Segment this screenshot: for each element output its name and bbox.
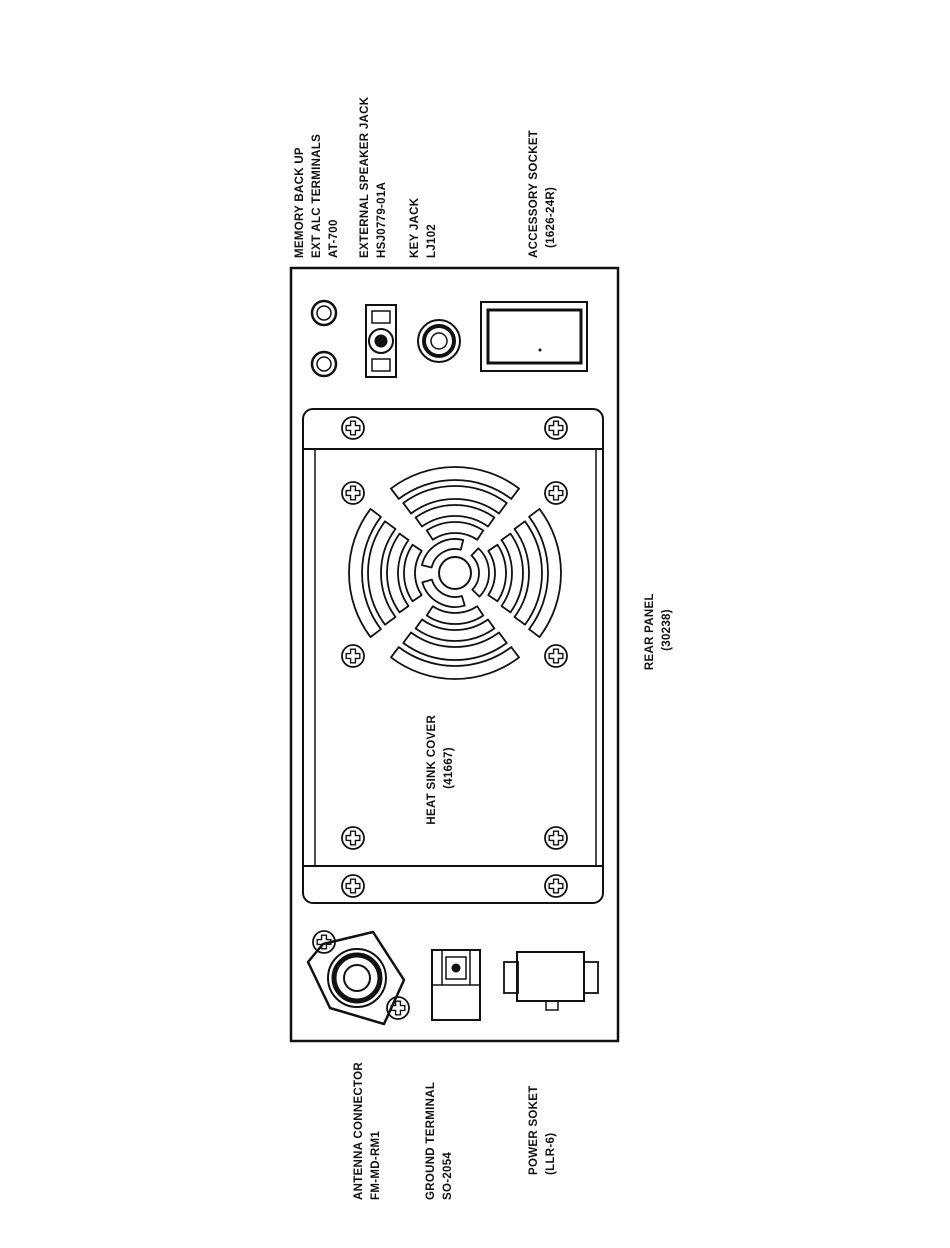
label-heat-sink-cover: HEAT SINK COVER (41667) [426, 711, 455, 824]
label-power-socket: POWER SOKET (LLR-6) [528, 1082, 557, 1175]
fan-grill-slot [471, 548, 489, 596]
fan-grill-slot [427, 606, 484, 624]
phillips-screw-icon [545, 417, 567, 439]
fan-grill-slot [515, 521, 542, 624]
fan-grill-slot [387, 534, 409, 613]
power-socket [504, 952, 598, 1010]
phillips-screw-icon [545, 482, 567, 504]
phillips-screw-icon [342, 482, 364, 504]
fan-grill-slot [391, 467, 519, 499]
antenna-connector [308, 932, 404, 1024]
fan-grill-slot [529, 509, 561, 637]
fan-grill-slot [416, 505, 495, 527]
phillips-screw-icon [545, 645, 567, 667]
fan-grill-slot [403, 633, 506, 660]
phillips-screw-icon [545, 827, 567, 849]
fan-grill-slot [403, 486, 506, 513]
fan-hub [439, 557, 471, 589]
phillips-screw-icon [342, 645, 364, 667]
label-memory-backup: MEMORY BACK UP EXT ALC TERMINALS AT-700 [294, 130, 340, 258]
key-jack [418, 320, 460, 362]
external-speaker-jack [366, 305, 396, 377]
fan-grill-slot [349, 509, 381, 637]
label-rear-panel: REAR PANEL (30238) [644, 590, 673, 670]
phillips-screw-icon [342, 875, 364, 897]
phillips-screw-icon [342, 417, 364, 439]
label-ground-terminal: GROUND TERMINAL SO-2054 [425, 1078, 454, 1200]
fan-grill-slot [391, 647, 519, 679]
fan-grill-slot [368, 521, 395, 624]
phillips-screw-icon [545, 875, 567, 897]
label-antenna-connector: ANTENNA CONNECTOR FM-MD-RM1 [353, 1059, 382, 1201]
fan-grill-slot [404, 545, 422, 602]
ground-terminal [432, 950, 480, 1020]
fan-grill-slot [488, 545, 506, 602]
label-ext-speaker-jack: EXTERNAL SPEAKER JACK HSJ0779-01A [359, 93, 388, 258]
fan-grill [349, 467, 561, 679]
fan-grill-slot [501, 534, 523, 613]
fan-grill-slot [416, 619, 495, 641]
fan-grill-slot [427, 522, 484, 540]
accessory-socket [481, 302, 587, 371]
rear-panel-outline [291, 268, 618, 1041]
memory-backup-terminals [312, 301, 336, 376]
phillips-screw-icon [342, 827, 364, 849]
label-accessory-socket: ACCESSORY SOCKET (1626-24R) [528, 126, 557, 258]
heat-sink-screws [342, 417, 567, 897]
label-key-jack: KEY JACK LJ102 [409, 194, 438, 258]
